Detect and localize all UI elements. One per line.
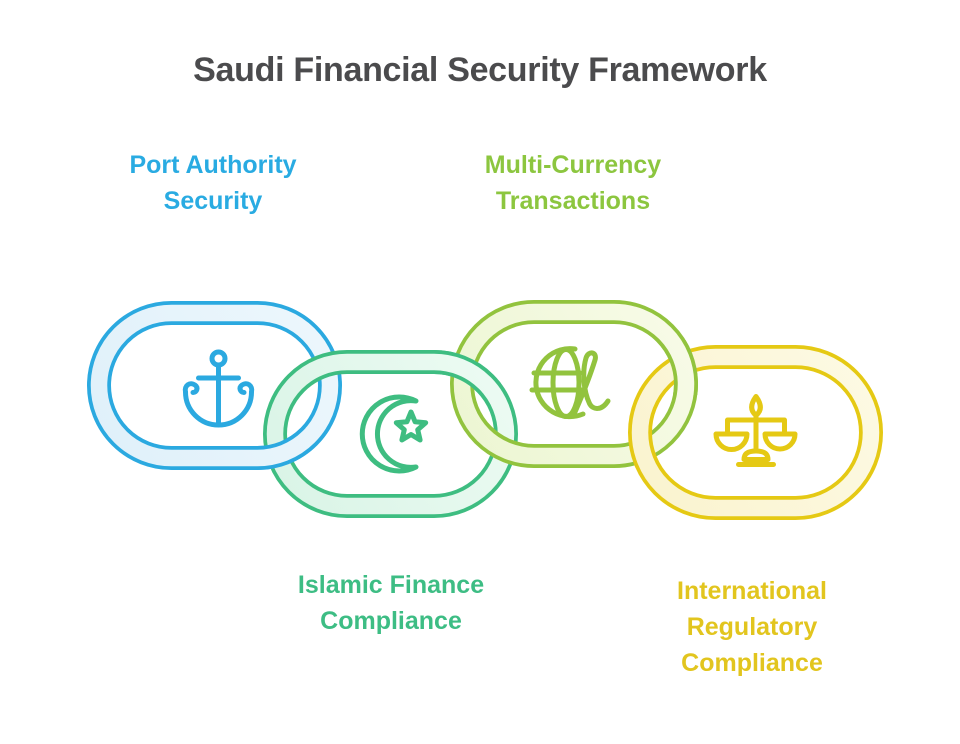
crescent-star-icon	[359, 394, 429, 474]
chain-link-international-regulatory	[628, 345, 883, 520]
link-band-fill	[631, 348, 880, 517]
label-international-regulatory-compliance: International Regulatory Compliance	[677, 573, 827, 681]
label-line: International	[676, 577, 828, 605]
label-line: Security	[163, 187, 263, 215]
globe-currency-icon	[529, 346, 611, 420]
anchor-icon	[182, 349, 255, 428]
label-line: Compliance	[320, 607, 462, 635]
link-band-fill	[266, 353, 515, 515]
chain-link-port-authority	[87, 301, 342, 470]
label-line: Port Authority	[129, 151, 297, 179]
label-line: Multi-Currency	[484, 151, 662, 179]
label-port-authority-security: Port Authority Security	[129, 147, 296, 219]
link-band-fill	[90, 304, 339, 467]
label-line: Regulatory	[686, 613, 818, 641]
label-multi-currency-transactions: Multi-Currency Transactions	[485, 147, 661, 219]
chain-link-islamic-finance	[263, 350, 518, 518]
label-islamic-finance-compliance: Islamic Finance Compliance	[298, 567, 484, 639]
label-line: Islamic Finance	[297, 571, 485, 599]
scales-of-justice-icon	[713, 394, 798, 467]
label-line: Compliance	[681, 649, 823, 677]
weave-patch-lime-over-yellow	[654, 340, 698, 395]
page-title: Saudi Financial Security Framework	[193, 51, 767, 89]
label-line: Transactions	[495, 187, 651, 215]
